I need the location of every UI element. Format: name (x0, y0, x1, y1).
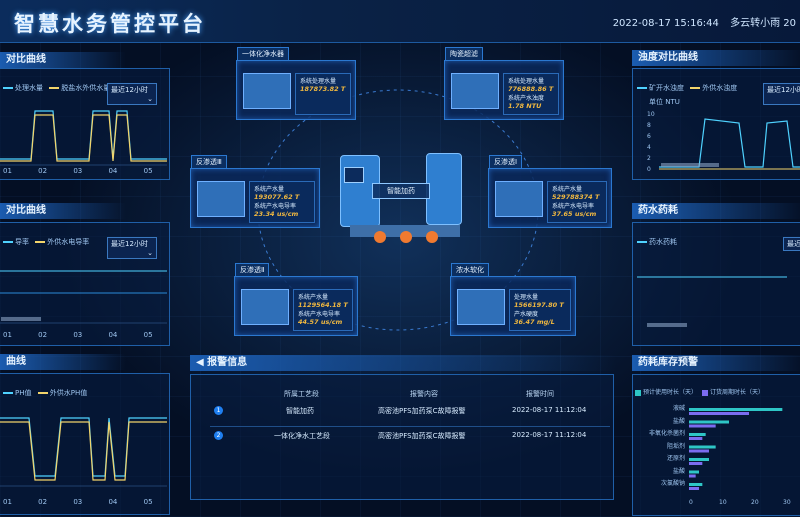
inventory-panel: 预计使用时长（天） 订货周期时长（天） 液碱盐酸非氧化杀菌剂阻垢剂还原剂盐酸次氯… (632, 374, 800, 516)
inventory-bar (689, 462, 703, 465)
card-title: 一体化净水器 (237, 47, 289, 61)
inventory-legend: 预计使用时长（天） 订货周期时长（天） (635, 387, 764, 396)
card-info: 处理水量 1566197.80 T 产水硬度 36.47 mg/L (509, 289, 571, 331)
page-title: 智慧水务管控平台 (14, 12, 206, 36)
turbidity-unit: 单位 NTU (649, 98, 680, 106)
chem-chart (637, 276, 787, 327)
card-info: 系统处理水量 187873.82 T (295, 73, 351, 115)
card-softening[interactable]: 浓水软化 处理水量 1566197.80 T 产水硬度 36.47 mg/L (450, 263, 576, 336)
filter-icon (451, 73, 499, 109)
alarm-col-content: 报警内容 (410, 390, 438, 398)
left-panel2-xticks: 01 02 03 04 05 (3, 331, 153, 339)
inventory-chart (689, 408, 783, 490)
turbidity-title: 浊度对比曲线 (632, 50, 800, 66)
left-panel1-chart (0, 110, 167, 166)
card-ro1[interactable]: 反渗透Ⅰ 系统产水量 529788374 T 系统产水电导率 37.65 us/… (488, 155, 612, 228)
left-panel3-chart (0, 417, 167, 487)
left-panel2: 导率 外供水电导率 最近12小时⌄ 01 02 03 04 05 (0, 222, 170, 346)
purifier-icon (243, 73, 291, 109)
card-info: 系统处理水量 776888.86 T 系统产水浊度 1.78 NTU (503, 73, 559, 115)
card-ceramic-uf[interactable]: 陶瓷超滤 系统处理水量 776888.86 T 系统产水浊度 1.78 NTU (444, 47, 564, 120)
card-title: 浓水软化 (451, 263, 489, 277)
inventory-bar (689, 433, 706, 436)
alarm-row[interactable]: 1 智能加药 高密池PFS加药泵C故障报警 2022-08-17 11:12:0… (210, 402, 610, 420)
inventory-bar (689, 412, 749, 415)
left-panel2-legend: 导率 外供水电导率 (3, 237, 89, 247)
left-panel3-title: 曲线 (0, 354, 126, 370)
card-integrated-purifier[interactable]: 一体化净水器 系统处理水量 187873.82 T (236, 47, 356, 120)
left-panel1: 处理水量 脱盐水外供水量 最近12小时⌄ 01 02 03 04 05 (0, 68, 170, 180)
header-bar: 智慧水务管控平台 2022-08-17 15:16:44 多云转小雨 20 (0, 0, 800, 43)
inventory-bar (689, 470, 699, 474)
left-panel3-xticks: 01 02 03 04 05 (3, 498, 153, 506)
ro-icon (495, 181, 543, 217)
inventory-bar (689, 445, 716, 449)
inventory-bar (689, 408, 783, 411)
chem-title: 药水药耗 (632, 203, 800, 219)
card-info: 系统产水量 1129564.18 T 系统产水电导率 44.57 us/cm (293, 289, 353, 331)
smart-dosing-equipment[interactable]: 智能加药 (330, 145, 470, 250)
inventory-title: 药耗库存预警 (632, 355, 800, 371)
time-range-select[interactable]: 最近12小时⌄ (107, 237, 157, 259)
softener-icon (457, 289, 505, 325)
chem-panel: 药水药耗 最近 (632, 222, 800, 346)
left-panel3-legend: PH值 外供水PH值 (3, 388, 87, 398)
left-panel3: PH值 外供水PH值 01 02 03 04 05 (0, 373, 170, 515)
alarm-title: ◀ 报警信息 (190, 355, 616, 371)
chem-legend: 药水药耗 (637, 237, 677, 247)
turbidity-legend: 矿开水浊度 外供水浊度 (637, 83, 737, 93)
card-ro3[interactable]: 反渗透Ⅲ 系统产水量 193077.62 T 系统产水电导率 23.34 us/… (190, 155, 320, 228)
inventory-bar (689, 474, 696, 478)
time-range-select[interactable]: 最近12小时⌄ (107, 83, 157, 105)
weather: 多云转小雨 20 (730, 18, 796, 29)
card-title: 陶瓷超滤 (445, 47, 483, 61)
alarm-row[interactable]: 2 一体化净水工艺段 高密池PFS加药泵C故障报警 2022-08-17 11:… (210, 426, 610, 445)
time-range-select[interactable]: 最近 (783, 237, 800, 251)
left-panel1-title: 对比曲线 (0, 52, 126, 68)
card-title: 反渗透Ⅰ (489, 155, 523, 169)
inventory-bar (689, 483, 703, 486)
left-panel2-title: 对比曲线 (0, 203, 126, 219)
datetime: 2022-08-17 15:16:44 (612, 18, 719, 29)
card-info: 系统产水量 193077.62 T 系统产水电导率 23.34 us/cm (249, 181, 315, 223)
left-panel1-xticks: 01 02 03 04 05 (3, 167, 153, 175)
header-meta: 2022-08-17 15:16:44 多云转小雨 20 (605, 14, 796, 29)
card-title: 反渗透Ⅲ (191, 155, 227, 169)
inventory-bar (689, 449, 709, 453)
inventory-bar (689, 420, 729, 424)
time-range-select[interactable]: 最近12小时⌄ (763, 83, 800, 105)
inventory-bar (689, 437, 703, 440)
turbidity-chart (659, 118, 800, 170)
alarm-col-time: 报警时间 (526, 390, 554, 398)
card-title: 反渗透Ⅱ (235, 263, 270, 277)
left-panel1-legend: 处理水量 脱盐水外供水量 (3, 83, 110, 93)
alarm-panel (190, 374, 614, 500)
card-info: 系统产水量 529788374 T 系统产水电导率 37.65 us/cm (547, 181, 607, 223)
smart-dosing-label: 智能加药 (372, 183, 430, 199)
left-panel2-chart (0, 270, 167, 324)
card-ro2[interactable]: 反渗透Ⅱ 系统产水量 1129564.18 T 系统产水电导率 44.57 us… (234, 263, 358, 336)
inventory-bar (689, 458, 709, 461)
alarm-col-section: 所属工艺段 (284, 390, 319, 398)
inventory-bar (689, 487, 699, 490)
ro-icon (197, 181, 245, 217)
ro-icon (241, 289, 289, 325)
inventory-bar (689, 424, 716, 428)
inventory-categories: 液碱盐酸非氧化杀菌剂阻垢剂还原剂盐酸次氯酸钠 (648, 405, 685, 487)
